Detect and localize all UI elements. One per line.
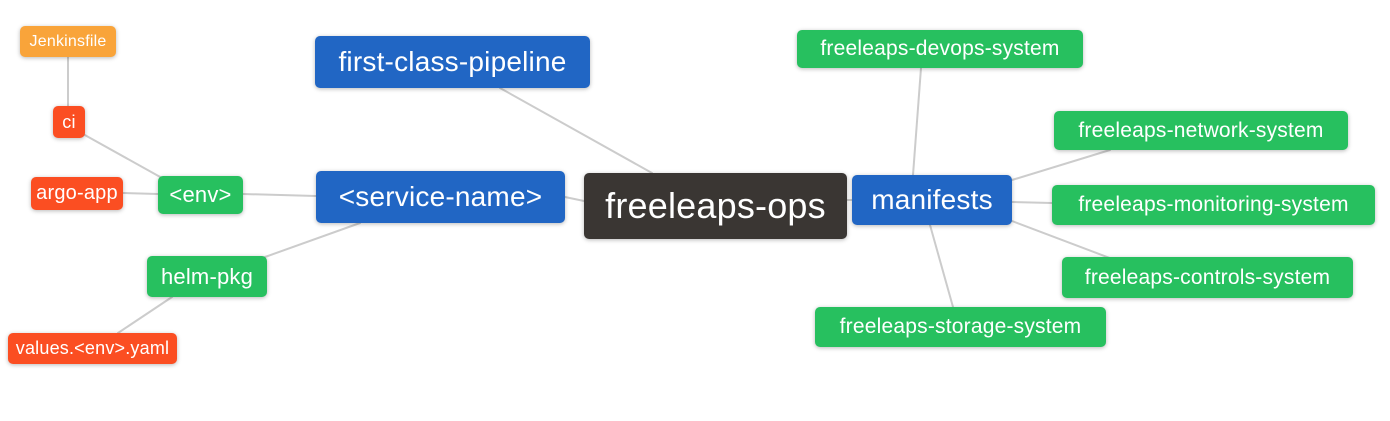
node-helm-pkg[interactable]: helm-pkg <box>147 256 267 297</box>
edge-service-name-freeleaps-ops <box>564 196 585 202</box>
edge-env-service-name <box>242 193 317 197</box>
edge-argo-app-env <box>122 192 159 195</box>
node-freeleaps-storage-system[interactable]: freeleaps-storage-system <box>815 307 1106 347</box>
node-freeleaps-controls-system[interactable]: freeleaps-controls-system <box>1062 257 1353 298</box>
node-service-name[interactable]: <service-name> <box>316 171 565 223</box>
edge-helm-pkg-values-env-yaml <box>117 296 173 334</box>
edge-manifests-freeleaps-storage-system <box>929 224 954 308</box>
edge-manifests-freeleaps-controls-system <box>1011 220 1116 261</box>
edge-ci-env <box>82 133 163 179</box>
node-ci[interactable]: ci <box>53 106 85 138</box>
node-freeleaps-devops-system[interactable]: freeleaps-devops-system <box>797 30 1083 68</box>
edge-service-name-helm-pkg <box>264 222 361 258</box>
node-manifests[interactable]: manifests <box>852 175 1012 225</box>
node-env[interactable]: <env> <box>158 176 243 214</box>
edge-manifests-freeleaps-monitoring-system <box>1011 201 1053 204</box>
edge-manifests-freeleaps-network-system <box>1011 149 1111 181</box>
node-values-env-yaml[interactable]: values.<env>.yaml <box>8 333 177 364</box>
edge-first-class-pipeline-freeleaps-ops <box>499 87 653 174</box>
node-first-class-pipeline[interactable]: first-class-pipeline <box>315 36 590 88</box>
node-freeleaps-network-system[interactable]: freeleaps-network-system <box>1054 111 1348 150</box>
node-freeleaps-ops[interactable]: freeleaps-ops <box>584 173 847 239</box>
node-freeleaps-monitoring-system[interactable]: freeleaps-monitoring-system <box>1052 185 1375 225</box>
node-jenkinsfile[interactable]: Jenkinsfile <box>20 26 116 57</box>
edge-manifests-freeleaps-devops-system <box>912 67 922 176</box>
node-argo-app[interactable]: argo-app <box>31 177 123 210</box>
